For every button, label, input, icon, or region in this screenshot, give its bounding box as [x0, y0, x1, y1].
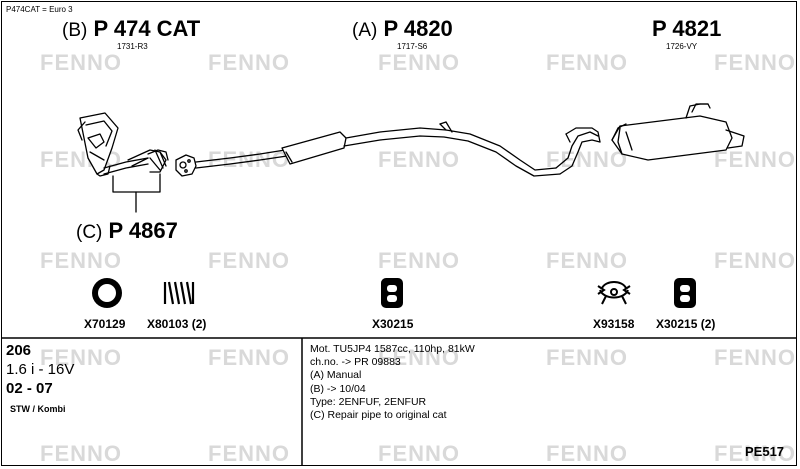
accessory-label-4: X30215 (2) — [656, 317, 716, 331]
header-note: P474CAT = Euro 3 — [6, 5, 73, 14]
part-main-number: P 4821 — [652, 16, 722, 41]
note-line: ch.no. -> PR 09883 — [310, 356, 401, 369]
notes-list: Mot. TU5JP4 1587cc, 110hp, 81kW ch.no. -… — [310, 343, 475, 422]
rubber-mount-icon-2 — [674, 278, 696, 308]
clamp-icon — [597, 281, 631, 305]
watermark-text: FENNO — [208, 441, 290, 466]
part-b-prefix: (B) — [62, 20, 88, 41]
part-b-number: P 474 CAT — [93, 16, 201, 41]
watermark-text: FENNO — [208, 248, 290, 273]
watermark-text: FENNO — [714, 50, 796, 75]
vehicle-model: 206 — [6, 342, 32, 359]
note-line: (B) -> 10/04 — [310, 382, 366, 395]
watermark-text: FENNO — [546, 147, 628, 172]
mid-pipe — [555, 127, 601, 175]
watermark-text: FENNO — [546, 248, 628, 273]
watermark-text: FENNO — [714, 147, 796, 172]
watermark-text: FENNO — [40, 50, 122, 75]
vehicle-body: STW / Kombi — [10, 404, 66, 414]
watermark-text: FENNO — [378, 441, 460, 466]
rear-muffler — [611, 103, 745, 161]
spring-icon — [163, 281, 195, 305]
watermark-text: FENNO — [714, 441, 796, 466]
part-c-prefix: (C) — [76, 222, 103, 243]
flange-gasket — [175, 154, 197, 177]
watermark-text: FENNO — [546, 441, 628, 466]
part-main-code: 1726-VY — [666, 42, 698, 51]
front-pipe — [195, 121, 561, 177]
note-line: (A) Manual — [310, 369, 362, 382]
vehicle-engine: 1.6 i - 16V — [6, 361, 75, 378]
vehicle-years: 02 - 07 — [6, 380, 53, 397]
watermark-text: FENNO — [40, 441, 122, 466]
watermark-text: FENNO — [208, 345, 290, 370]
part-b-code: 1731-R3 — [117, 42, 148, 51]
note-line: Type: 2ENFUF, 2ENFUR — [310, 395, 427, 408]
watermark-text: FENNO — [714, 248, 796, 273]
accessory-label-0: X70129 — [84, 317, 126, 331]
watermark-text: FENNO — [40, 248, 122, 273]
diagram-code: PE517 — [745, 444, 785, 459]
note-line: (C) Repair pipe to original cat — [310, 409, 447, 422]
rubber-mount-icon-1 — [381, 278, 403, 308]
watermark-text: FENNO — [378, 147, 460, 172]
watermark-text: FENNO — [546, 345, 628, 370]
watermark-text: FENNO — [40, 345, 122, 370]
watermark-text: FENNO — [208, 50, 290, 75]
ring-gasket-icon — [92, 278, 122, 308]
note-line: Mot. TU5JP4 1587cc, 110hp, 81kW — [310, 343, 475, 355]
part-a-code: 1717-S6 — [397, 42, 428, 51]
accessory-label-3: X93158 — [593, 317, 635, 331]
part-main-title: P 4821 — [652, 16, 721, 42]
accessory-label-2: X30215 — [372, 317, 414, 331]
accessory-label-1: X80103 (2) — [147, 317, 207, 331]
watermark-text: FENNO — [714, 345, 796, 370]
part-a-number: P 4820 — [383, 16, 453, 41]
watermark-text: FENNO — [546, 50, 628, 75]
part-a-title: (A) P 4820 — [352, 16, 453, 42]
watermark-text: FENNO — [378, 345, 460, 370]
part-c-title: (C) P 4867 — [76, 218, 178, 244]
watermark-text: FENNO — [378, 248, 460, 273]
part-c-number: P 4867 — [108, 218, 178, 243]
part-a-prefix: (A) — [352, 20, 378, 41]
part-b-title: (B) P 474 CAT — [62, 16, 200, 42]
catalytic-converter — [77, 112, 169, 213]
watermark-text: FENNO — [378, 50, 460, 75]
